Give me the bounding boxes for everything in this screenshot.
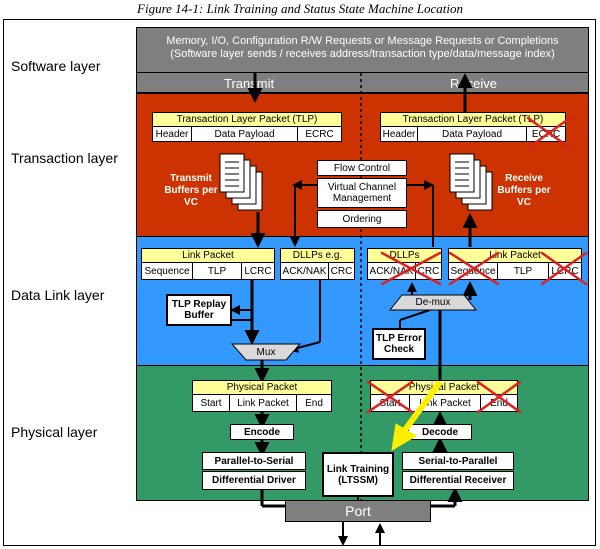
software-band xyxy=(136,27,589,73)
differential-driver-box: Differential Driver xyxy=(202,471,306,490)
encode-box: Encode xyxy=(230,424,294,440)
mux-shape xyxy=(230,343,302,361)
port-bar xyxy=(285,500,431,522)
layer-label-physical: Physical layer xyxy=(11,424,98,440)
rx-link-tlp: TLP xyxy=(497,262,549,280)
demux-label: De-mux xyxy=(415,297,451,308)
software-description: Memory, I/O, Configuration R/W Requests … xyxy=(136,35,589,61)
rx-phy-end: End xyxy=(480,394,518,412)
mux-label: Mux xyxy=(256,347,276,358)
software-line-1: Memory, I/O, Configuration R/W Requests … xyxy=(166,35,559,47)
software-line-2: (Software layer sends / receives address… xyxy=(170,48,555,60)
tx-phy-end: End xyxy=(296,394,332,412)
serial-to-parallel-box: Serial-to-Parallel xyxy=(402,452,514,470)
tx-dllp-crc: CRC xyxy=(328,262,355,280)
cross-rx-dllp-icon xyxy=(380,251,442,286)
cross-rx-lcrc-icon xyxy=(540,251,588,286)
error-check-box: TLP Error Check xyxy=(372,328,426,360)
transmit-label: Transmit xyxy=(224,76,275,91)
cross-rx-phy-end-icon xyxy=(476,380,522,414)
pointer-arrow-icon xyxy=(391,380,443,451)
tx-buffer-stack-icon xyxy=(219,153,263,211)
tx-link-lcrc: LCRC xyxy=(241,262,275,280)
ltssm-box: Link Training (LTSSM) xyxy=(322,452,394,497)
cross-rx-ecrc-icon xyxy=(526,116,572,150)
flow-control-box: Flow Control xyxy=(317,160,407,176)
replay-buffer-box: TLP Replay Buffer xyxy=(166,294,232,326)
parallel-to-serial-box: Parallel-to-Serial xyxy=(202,452,306,470)
virtual-channel-box: Virtual Channel Management xyxy=(317,178,407,208)
decode-box: Decode xyxy=(408,424,472,440)
rx-buffer-stack-icon xyxy=(449,153,493,211)
differential-receiver-box: Differential Receiver xyxy=(402,471,514,490)
demux-shape xyxy=(388,294,478,311)
layer-label-software: Software layer xyxy=(11,58,101,74)
ordering-box: Ordering xyxy=(317,210,407,228)
cross-rx-phy-start-icon xyxy=(366,380,414,414)
rx-buffers-label: Receive Buffers per VC xyxy=(497,173,551,208)
cross-rx-sequence-icon xyxy=(448,251,500,286)
tx-buffers-label: Transmit Buffers per VC xyxy=(164,173,218,208)
figure-caption: Figure 14-1: Link Training and Status St… xyxy=(137,1,463,16)
layer-label-transaction: Transaction layer xyxy=(11,150,118,166)
port-label: Port xyxy=(345,503,371,519)
tx-tlp-ecrc: ECRC xyxy=(297,126,342,142)
watermark: 知乎 @牧神园地 xyxy=(497,525,592,540)
rx-tlp-header: Header xyxy=(380,126,418,142)
tx-link-sequence: Sequence xyxy=(141,262,193,280)
layer-label-data-link: Data Link layer xyxy=(11,287,105,303)
figure-frame xyxy=(3,19,596,546)
